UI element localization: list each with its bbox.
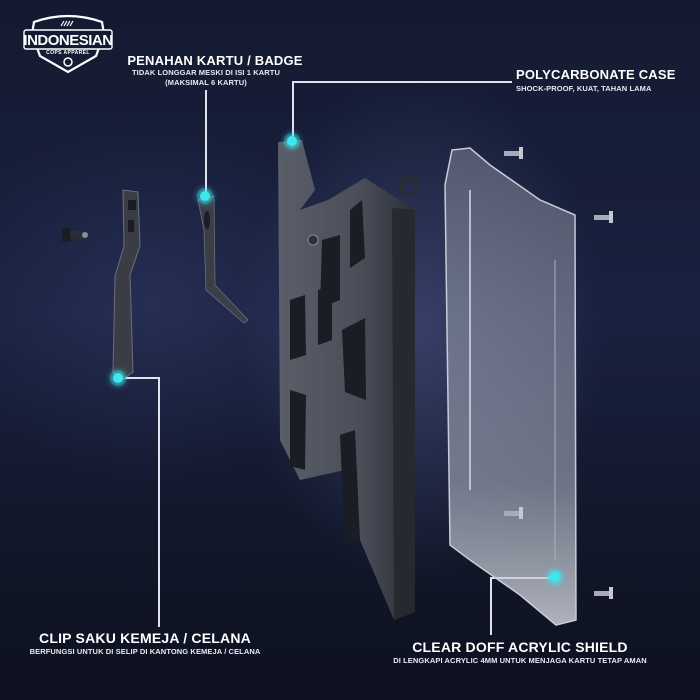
leader-line bbox=[292, 81, 512, 83]
screw-icon bbox=[594, 211, 613, 223]
brand-name: INDONESIAN bbox=[23, 32, 113, 49]
brand-tagline: COPS APPAREL bbox=[46, 50, 90, 56]
leader-line bbox=[490, 577, 492, 635]
badge-spring bbox=[197, 195, 249, 324]
brand-logo: INDONESIAN COPS APPAREL bbox=[20, 12, 116, 74]
leader-line bbox=[292, 81, 294, 139]
screw-icon bbox=[594, 587, 613, 599]
screw-icon bbox=[62, 228, 88, 242]
callout-dot-clip bbox=[113, 373, 123, 383]
callout-title: POLYCARBONATE CASE bbox=[516, 67, 676, 82]
acrylic-shield bbox=[444, 147, 577, 626]
callout-dot-acrylic-shield bbox=[550, 572, 560, 582]
shield-badge-icon bbox=[23, 14, 113, 74]
callout-polycarbonate-case: POLYCARBONATE CASE SHOCK-PROOF, KUAT, TA… bbox=[516, 67, 676, 93]
leader-line bbox=[158, 377, 160, 627]
callout-subtitle-line1: TIDAK LONGGAR MESKI DI ISI 1 KARTU bbox=[132, 68, 280, 77]
pocket-clip bbox=[112, 189, 141, 381]
screw-icon bbox=[504, 507, 523, 519]
callout-clip: CLIP SAKU KEMEJA / CELANA bbox=[0, 630, 290, 646]
callout-subtitle-line2: (MAKSIMAL 6 KARTU) bbox=[165, 78, 247, 87]
leader-line bbox=[205, 90, 207, 196]
callout-subtitle: DI LENGKAPI ACRYLIC 4MM UNTUK MENJAGA KA… bbox=[393, 656, 647, 665]
washer bbox=[399, 176, 419, 196]
callout-badge-holder-desc: TIDAK LONGGAR MESKI DI ISI 1 KARTU (MAKS… bbox=[0, 68, 412, 87]
callout-title: PENAHAN KARTU / BADGE bbox=[127, 53, 303, 68]
callout-badge-holder: PENAHAN KARTU / BADGE bbox=[0, 53, 430, 68]
callout-acrylic-desc: DI LENGKAPI ACRYLIC 4MM UNTUK MENJAGA KA… bbox=[340, 656, 700, 665]
callout-clip-desc: BERFUNGSI UNTUK DI SELIP DI KANTONG KEME… bbox=[0, 647, 290, 656]
screw-icon bbox=[504, 147, 523, 159]
callout-dot-polycarbonate-case bbox=[287, 136, 297, 146]
callout-acrylic-shield: CLEAR DOFF ACRYLIC SHIELD bbox=[340, 639, 700, 655]
callout-title: CLEAR DOFF ACRYLIC SHIELD bbox=[412, 639, 628, 655]
callout-subtitle: SHOCK-PROOF, KUAT, TAHAN LAMA bbox=[516, 84, 652, 93]
callout-title: CLIP SAKU KEMEJA / CELANA bbox=[39, 630, 251, 646]
callout-subtitle: BERFUNGSI UNTUK DI SELIP DI KANTONG KEME… bbox=[29, 647, 261, 656]
callout-dot-badge-holder bbox=[200, 191, 210, 201]
leader-line bbox=[118, 377, 158, 379]
